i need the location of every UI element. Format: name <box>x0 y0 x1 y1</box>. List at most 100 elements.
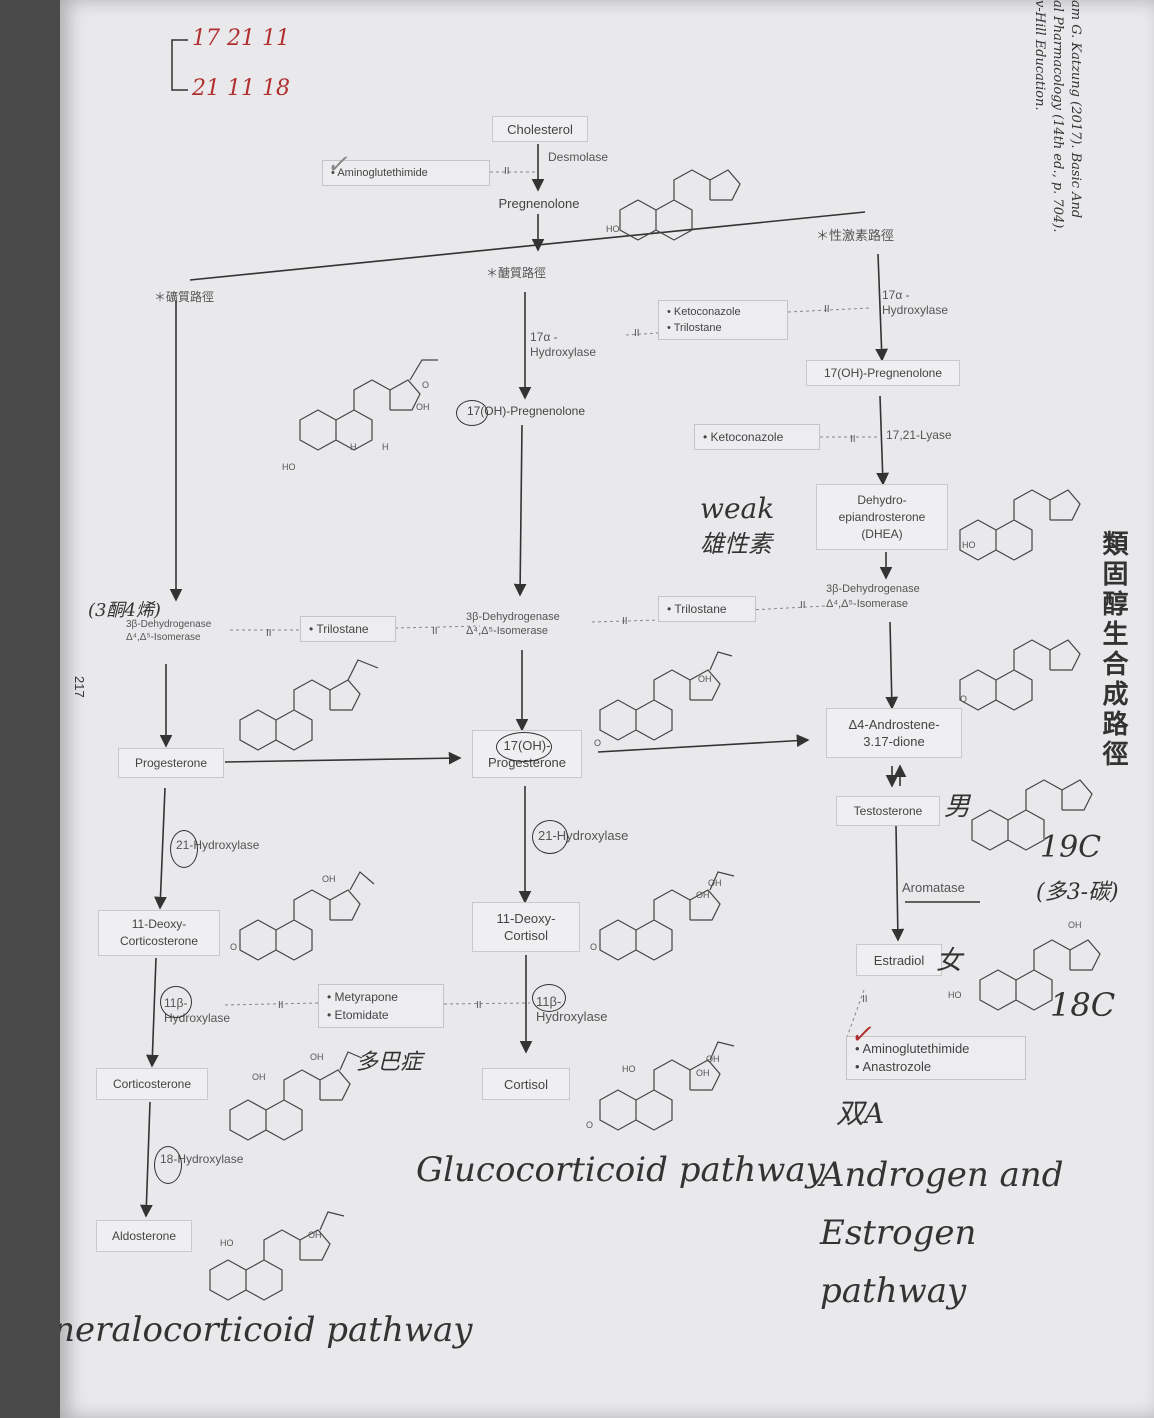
inhibitor-trilostane-left: Trilostane <box>300 616 396 642</box>
citation-line-3: v-Hill Education. <box>1032 0 1047 111</box>
inhibitor-ketoconazole: Ketoconazole <box>694 424 820 450</box>
chem-label-oh: OH <box>310 1052 324 1062</box>
inhibitor-item: Trilostane <box>309 620 387 638</box>
citation-line-2: al Pharmacology (14th ed., p. 704). <box>1050 0 1065 233</box>
chem-label-ho: HO <box>282 462 296 472</box>
handwritten-circle <box>160 986 192 1018</box>
chem-label-ho: HO <box>948 990 962 1000</box>
chem-label-o: O <box>230 942 238 952</box>
chem-label-oh: OH <box>708 878 722 888</box>
inhibitor-metyrapone-etomidate: Metyrapone Etomidate <box>318 984 444 1028</box>
annotation-3-ketone: (3酮4烯) <box>88 600 161 621</box>
inhibit-mark: II <box>850 434 856 445</box>
arrow-prog-17ohprog <box>224 751 462 765</box>
inhibitor-ketoconazole-trilostane: Ketoconazole Trilostane <box>658 300 788 340</box>
arrow-to-17oh-preg-right <box>875 253 888 362</box>
inhibit-mark: II <box>278 1000 284 1011</box>
annotation-weak-androgen: 雄性素 <box>700 530 772 558</box>
handwritten-circle <box>456 400 488 426</box>
handwritten-circle <box>532 984 566 1012</box>
annotation-male: 男 <box>944 792 971 822</box>
node-aldosterone: Aldosterone <box>96 1220 192 1252</box>
inhibitor-item: Aminoglutethimide <box>331 164 481 182</box>
chem-label-o: O <box>586 1120 594 1130</box>
handwritten-circle <box>154 1146 182 1184</box>
chem-label-oh: OH <box>698 674 712 684</box>
handwritten-circle <box>170 830 198 868</box>
steroid-structures <box>209 169 1101 1301</box>
label-gluco-path: ＊醣質路徑 <box>486 266 547 280</box>
chem-label-o: O <box>590 942 598 952</box>
chem-label-oh: OH <box>696 1068 710 1078</box>
arrow-to-corticosterone <box>146 957 159 1068</box>
inhibitor-item: Aminoglutethimide <box>855 1040 1017 1058</box>
inhibit-mark: II <box>266 628 272 639</box>
pathway-arrows <box>139 39 1101 1301</box>
handwritten-numbers-2: 21 11 18 <box>192 76 290 101</box>
chem-label-h: H <box>382 442 389 452</box>
inhibit-mark: II <box>476 1000 482 1011</box>
textbook-page: 17 21 11 21 11 18 v-Hill Education. al P… <box>60 0 1154 1418</box>
inhibit-mark: II <box>504 166 510 177</box>
annotation-19c-note: (多3-碳) <box>1036 880 1119 905</box>
node-17oh-pregnenolone-left: 17(OH)-Pregnenolone <box>466 403 586 418</box>
annotation-double-a: 双A <box>836 1097 885 1130</box>
chem-label-ho: HO <box>622 1064 636 1074</box>
arrow-to-dhea <box>876 395 890 486</box>
annotation-weak: weak <box>700 492 775 525</box>
annotation-19c: 19C <box>1040 830 1102 865</box>
inhibitor-item: Trilostane <box>667 600 747 618</box>
inhibit-mark: II <box>622 616 628 627</box>
label-mineral-path: ＊礦質路徑 <box>154 290 215 304</box>
chem-label-oh: OH <box>706 1054 720 1064</box>
chem-label-oh: OH <box>696 890 710 900</box>
inhibit-mark: II <box>800 600 806 611</box>
chem-label-oh: OH <box>308 1230 322 1240</box>
inhibitor-item: Trilostane <box>667 320 779 336</box>
chem-label-o: O <box>960 694 968 704</box>
check-mark: ✓ <box>326 150 348 180</box>
enzyme-desmolase: Desmolase <box>548 150 609 164</box>
inhibitor-item: Metyrapone <box>327 988 435 1006</box>
node-dhea: Dehydro- epiandrosterone (DHEA) <box>816 484 948 550</box>
label-sex-path: ＊性激素路徑 <box>816 228 895 243</box>
chem-label-oh: OH <box>252 1072 266 1082</box>
inhibitor-item: Ketoconazole <box>703 428 811 446</box>
citation-line-1: am G. Katzung (2017). Basic And <box>1068 0 1083 219</box>
node-corticosterone: Corticosterone <box>96 1068 208 1100</box>
chem-label-o: O <box>422 380 430 390</box>
annotation-18c: 18C <box>1050 986 1116 1024</box>
annotation-etomidate: 多巴症 <box>356 1050 423 1075</box>
arrow-to-androstenedione <box>885 621 899 710</box>
enzyme-3b-dehydrogenase-left: 3β-Dehydrogenase Δ⁴,Δ⁵-Isomerase <box>126 619 212 643</box>
inhibit-mark: II <box>862 994 868 1005</box>
annotation-female: 女 <box>936 946 963 976</box>
side-title: 類固醇生合成路徑 <box>1099 530 1129 770</box>
handwritten-circle <box>496 732 552 762</box>
inhibitor-item: Anastrozole <box>855 1058 1017 1076</box>
node-cholesterol: Cholesterol <box>492 116 588 142</box>
inhibitor-aminoglutethimide-top: Aminoglutethimide <box>322 160 490 186</box>
enzyme-17a-hydroxylase-right: 17α - Hydroxylase <box>882 288 949 317</box>
inhibitor-item: Ketoconazole <box>667 304 779 320</box>
enzyme-17-21-lyase: 17,21-Lyase <box>886 428 952 442</box>
enzyme-17a-hydroxylase-left: 17α - Hydroxylase <box>530 330 597 359</box>
caption-androgen-estrogen: Androgen and Estrogen pathway <box>820 1155 1064 1311</box>
check-mark-red: ✓ <box>850 1020 872 1050</box>
node-17oh-pregnenolone-right: 17(OH)-Pregnenolone <box>806 360 960 386</box>
page-number: 217 <box>72 676 87 698</box>
node-testosterone: Testosterone <box>836 796 940 826</box>
node-11-deoxycorticosterone: 11-Deoxy- Corticosterone <box>98 910 220 956</box>
chem-label-oh: OH <box>1068 920 1082 930</box>
caption-mineralocorticoid: mineralocorticoid pathway <box>60 1310 473 1350</box>
chem-label-h: H <box>350 442 357 452</box>
enzyme-3b-dehydrogenase-mid: 3β-Dehydrogenase Δ⁴,Δ⁵-Isomerase <box>466 611 560 637</box>
caption-glucocorticoid: Glucocorticoid pathway <box>416 1150 825 1190</box>
inhibitor-aminoglutethimide-anastrozole: Aminoglutethimide Anastrozole <box>846 1036 1026 1080</box>
arrow-17ohprog-andro <box>597 734 810 753</box>
arrow-to-estradiol <box>891 825 905 942</box>
node-progesterone: Progesterone <box>118 748 224 778</box>
inhibitor-item: Etomidate <box>327 1006 435 1024</box>
chem-label-ho: HO <box>962 540 976 550</box>
inhibitor-trilostane-right: Trilostane <box>658 596 756 622</box>
